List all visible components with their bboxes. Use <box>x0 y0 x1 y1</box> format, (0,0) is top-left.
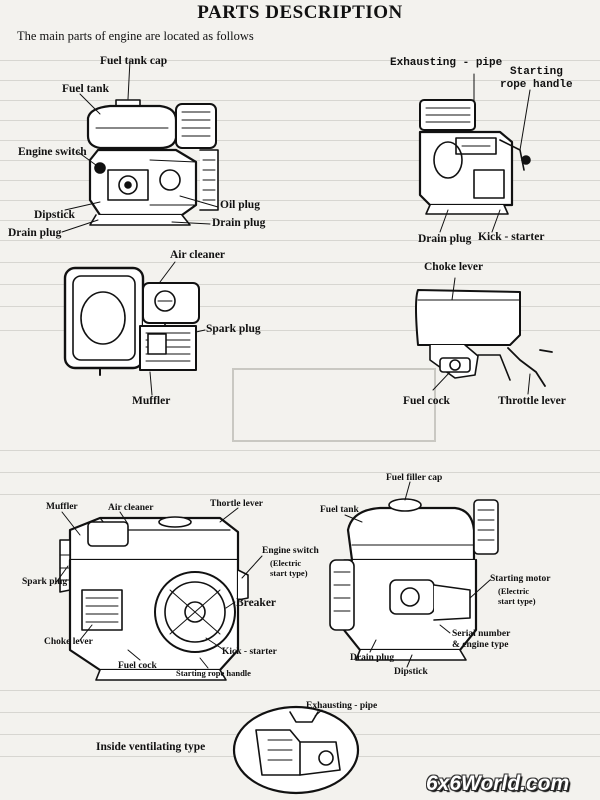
label-air-cleaner-persp: Air cleaner <box>108 503 154 513</box>
inside-ventilating-illustration <box>232 705 360 795</box>
label-fuel-cock-closeup: Fuel cock <box>403 395 450 407</box>
engine-end-view-illustration <box>418 73 531 233</box>
label-drain-plug-right: Drain plug <box>212 217 266 229</box>
site-watermark: 6x6World.com <box>426 772 570 795</box>
label-kick-starter-persp: Kick - starter <box>222 647 277 657</box>
label-engine-switch: Engine switch <box>18 146 87 158</box>
label-air-cleaner-top: Air cleaner <box>170 249 226 261</box>
label-inside-ventilating-type: Inside ventilating type <box>96 741 206 753</box>
label-thortle-lever: Thortle lever <box>210 499 264 509</box>
label-drain-plug-persp: Drain plug <box>350 653 395 663</box>
label-breaker: Breaker <box>236 597 277 609</box>
label-engine-switch-persp-1: Engine switch <box>262 546 319 556</box>
label-kick-starter-end: Kick - starter <box>478 231 545 243</box>
label-drain-plug-left: Drain plug <box>8 227 62 239</box>
label-serial-number-1: Serial number <box>452 629 511 639</box>
label-engine-switch-persp-2: (Electric <box>270 558 302 568</box>
carburetor-closeup-illustration <box>415 277 553 395</box>
label-muffler-persp: Muffler <box>46 502 78 512</box>
engine-perspective-left-illustration <box>54 507 263 681</box>
label-exhausting-pipe: Exhausting - pipe <box>390 57 503 69</box>
label-spark-plug-persp: Spark plug <box>22 577 68 587</box>
engine-side-view-illustration <box>61 59 219 233</box>
engine-top-view-illustration <box>63 261 206 396</box>
ghost-warning-box <box>232 368 436 442</box>
label-muffler-top: Muffler <box>132 395 171 407</box>
label-fuel-tank-cap: Fuel tank cap <box>100 55 168 67</box>
label-starting-motor-2: (Electric <box>498 586 530 596</box>
label-starting-rope-handle-persp: Starting rope handle <box>176 668 251 678</box>
label-starting-motor-3: start type) <box>498 596 536 606</box>
label-starting-motor-1: Starting motor <box>490 574 551 584</box>
label-spark-plug-top: Spark plug <box>206 323 261 335</box>
label-choke-lever-persp: Choke lever <box>44 637 93 647</box>
page-title: PARTS DESCRIPTION <box>197 2 403 23</box>
label-starting-rope-handle-1: Starting <box>510 66 563 78</box>
label-oil-plug: Oil plug <box>220 199 260 211</box>
label-exhausting-pipe-oval: Exhausting - pipe <box>306 701 378 711</box>
label-fuel-tank-persp: Fuel tank <box>320 505 359 515</box>
engine-perspective-right-illustration <box>329 481 499 668</box>
label-drain-plug-end: Drain plug <box>418 233 472 245</box>
label-fuel-filler-cap: Fuel filler cap <box>386 473 443 483</box>
label-engine-switch-persp-3: start type) <box>270 568 308 578</box>
label-serial-number-2: & engine type <box>452 640 509 650</box>
page-subtitle: The main parts of engine are located as … <box>17 29 254 43</box>
label-dipstick-persp: Dipstick <box>394 667 428 677</box>
label-fuel-tank: Fuel tank <box>62 83 109 95</box>
label-choke-lever-closeup: Choke lever <box>424 261 484 273</box>
label-fuel-cock-persp: Fuel cock <box>118 661 157 671</box>
label-dipstick: Dipstick <box>34 209 75 221</box>
label-starting-rope-handle-2: rope handle <box>500 79 573 91</box>
label-throttle-lever: Throttle lever <box>498 395 566 407</box>
